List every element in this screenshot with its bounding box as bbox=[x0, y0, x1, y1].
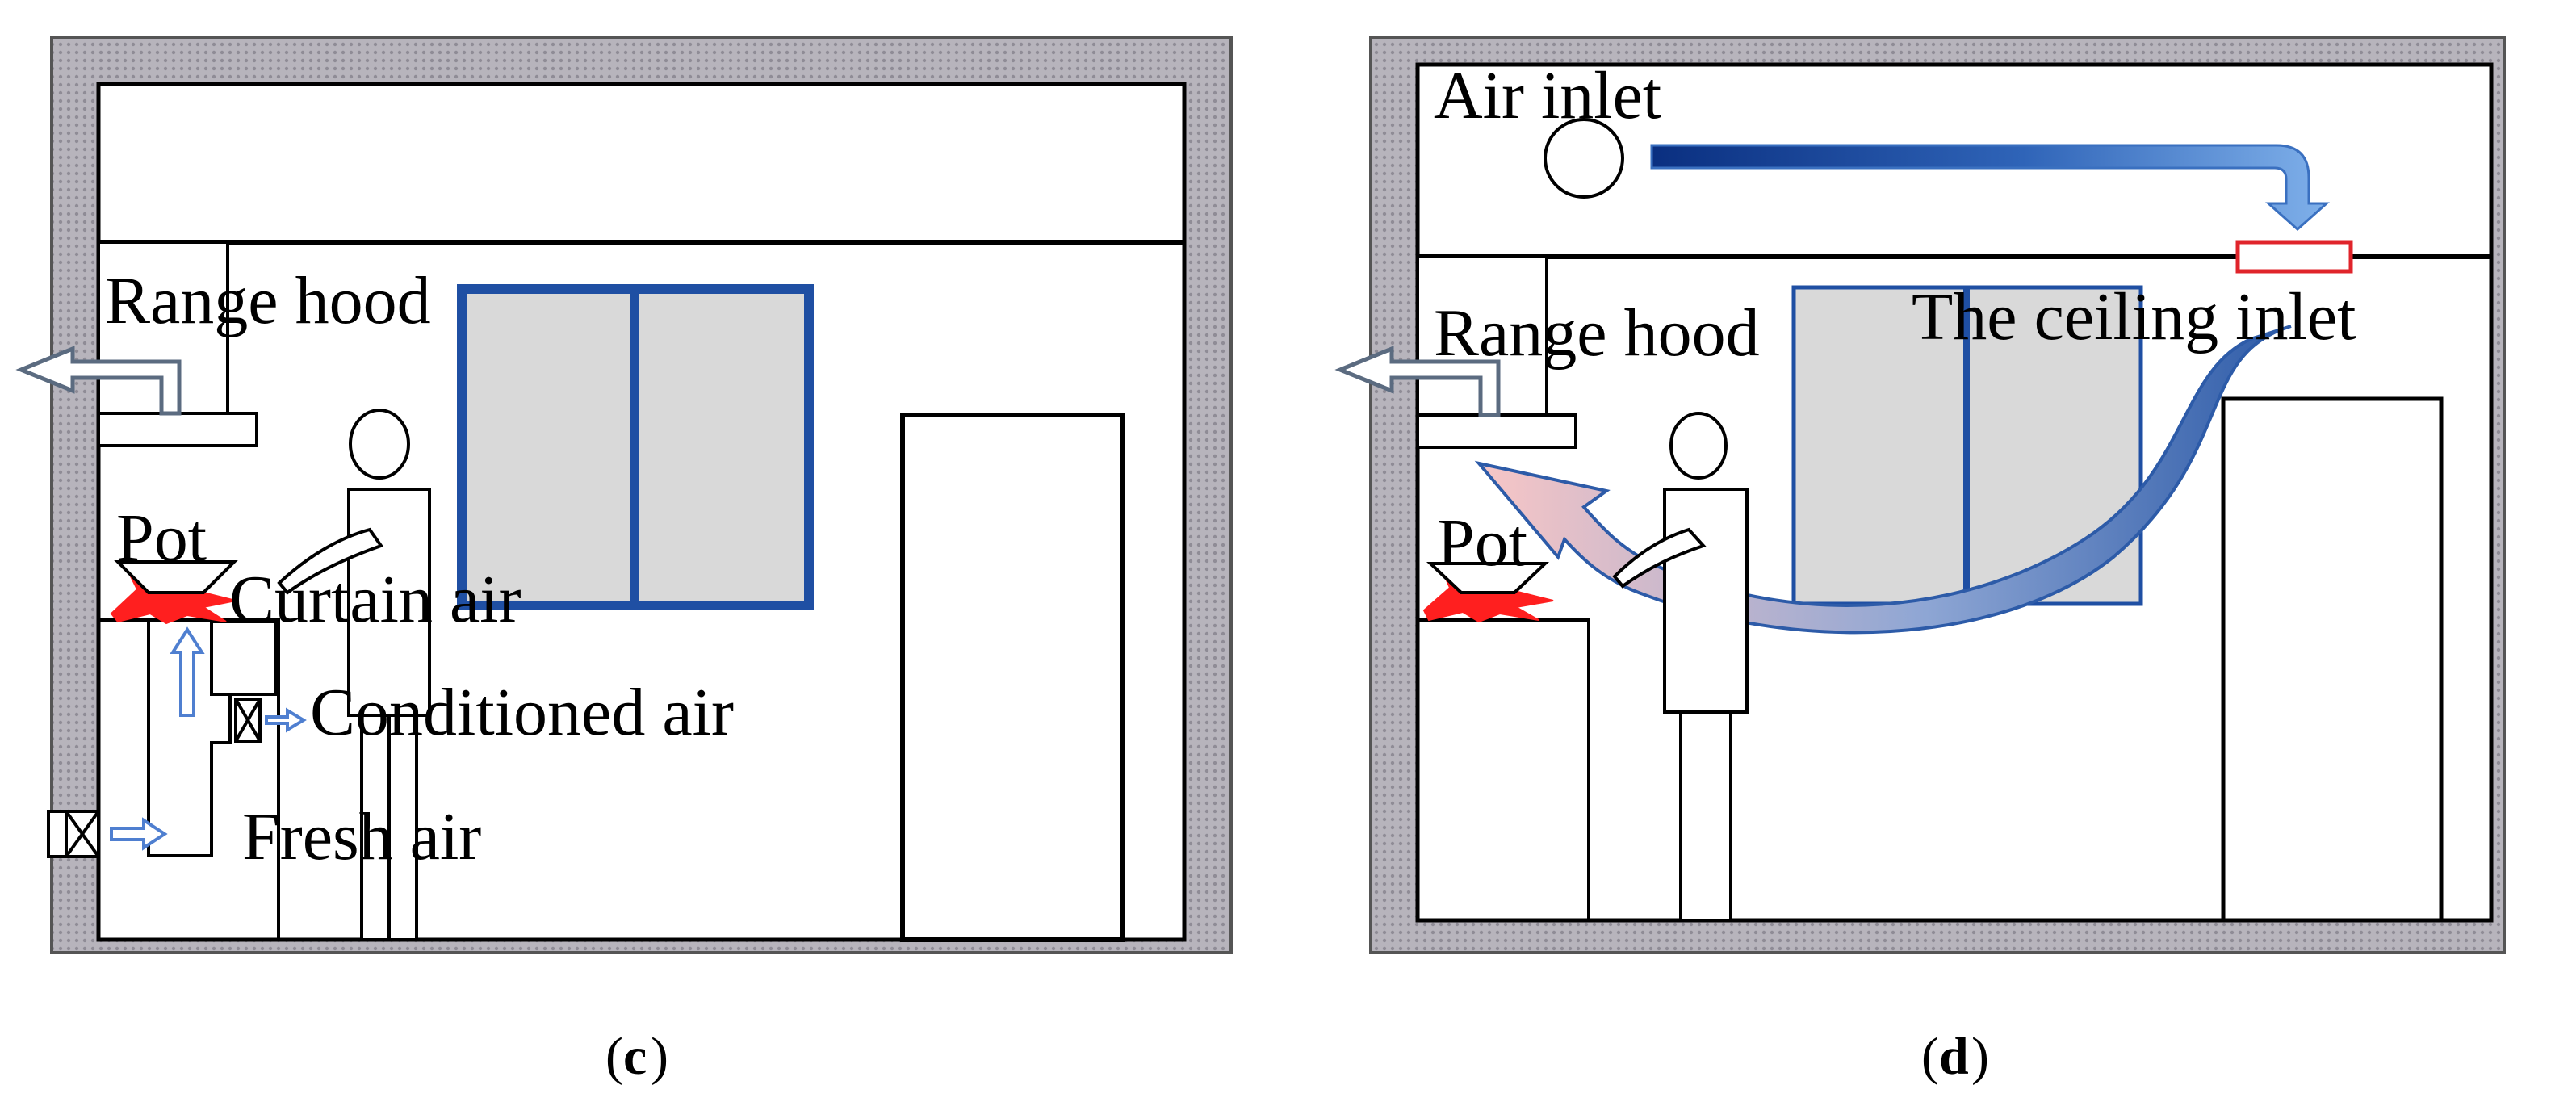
panel-c-label-fresh-air: Fresh air bbox=[242, 799, 481, 874]
panel-d-exhaust-arrow-icon bbox=[1334, 346, 1501, 417]
panel-c-conditioned-air-arrow-icon bbox=[265, 707, 307, 733]
panel-d-counter bbox=[1418, 618, 1590, 920]
panel-d-label-range-hood: Range hood bbox=[1434, 295, 1760, 371]
panel-c-exhaust-arrow-icon bbox=[15, 346, 182, 416]
panel-c-caption: c bbox=[623, 1027, 647, 1086]
panel-d: Air inlet Range hood The ceiling inlet P… bbox=[1334, 36, 2506, 1086]
panel-d-range-hood bbox=[1334, 255, 1577, 449]
panel-c-label-curtain-air: Curtain air bbox=[229, 562, 521, 637]
panel-c-curtain-air-arrow-icon bbox=[170, 626, 205, 717]
panel-c-counter-ducts bbox=[98, 618, 280, 940]
panel-c-label-pot: Pot bbox=[116, 501, 207, 576]
panel-d-supply-arrow-icon bbox=[1650, 144, 2330, 232]
panel-c-pot-icon bbox=[114, 560, 238, 594]
panel-c-label-range-hood: Range hood bbox=[105, 263, 431, 338]
panel-c-caption-close-paren: ) bbox=[651, 1027, 668, 1086]
panel-d-caption-close-paren: ) bbox=[1971, 1027, 1989, 1086]
panel-d-label-pot: Pot bbox=[1437, 505, 1527, 580]
panel-c-caption-open-paren: ( bbox=[605, 1027, 623, 1086]
panel-c-pot-and-flame bbox=[110, 560, 238, 625]
panel-c-door bbox=[900, 413, 1125, 942]
panel-c-label-conditioned-air: Conditioned air bbox=[310, 675, 734, 750]
panel-d-airflow-arrow-icon bbox=[1474, 325, 2292, 635]
panel-d-door bbox=[2221, 396, 2444, 923]
panel-d-ceiling-inlet-marker bbox=[2235, 240, 2353, 274]
panel-d-person bbox=[1612, 412, 1749, 922]
panel-c-person bbox=[277, 409, 431, 941]
panel-c: Range hood Pot Curtain air Conditioned a… bbox=[15, 36, 1233, 1086]
panel-c-fresh-air-arrow-icon bbox=[110, 817, 168, 851]
panel-d-pot-icon bbox=[1426, 562, 1550, 594]
panel-c-window bbox=[457, 284, 814, 610]
panel-d-caption: d bbox=[1939, 1027, 1969, 1086]
panel-d-label-ceiling-inlet: The ceiling inlet bbox=[1912, 279, 2356, 354]
panel-c-airflow-arrows bbox=[110, 626, 307, 851]
panel-d-pot-and-flame bbox=[1422, 562, 1554, 623]
panel-c-range-hood bbox=[15, 241, 258, 447]
panel-c-fresh-air-damper-icon bbox=[47, 810, 100, 858]
panel-d-label-air-inlet: Air inlet bbox=[1434, 58, 1661, 133]
panel-d-air-inlet-icon bbox=[1544, 118, 1624, 199]
panel-d-caption-open-paren: ( bbox=[1921, 1027, 1939, 1086]
